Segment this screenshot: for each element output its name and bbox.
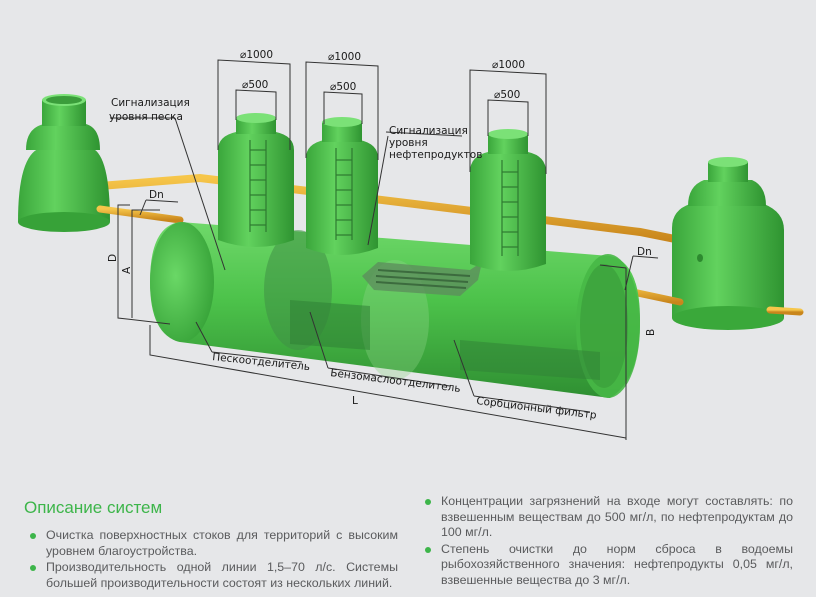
inlet-well: [18, 94, 110, 232]
label-sand-alarm-1: Сигнализация: [111, 97, 190, 109]
dim-D: D: [107, 254, 119, 262]
description-title: Описание систем: [24, 498, 163, 517]
dim-B: B: [645, 329, 657, 336]
bullet-icon: [425, 546, 431, 553]
dim-shaft2-inner: ⌀500: [330, 81, 356, 93]
outlet-well: [672, 157, 804, 330]
list-item: Очистка поверхностных стоков для террито…: [28, 528, 398, 559]
dim-L: L: [352, 395, 358, 407]
dim-dn-outlet: Dn: [637, 246, 652, 258]
bullet-icon: [30, 565, 36, 571]
system-description: Описание систем Очистка поверхностных ст…: [0, 490, 816, 597]
coalescer-block: [362, 262, 482, 296]
shaft-1: [218, 113, 294, 247]
shaft-3: [470, 129, 546, 271]
description-left-list: Очистка поверхностных стоков для террито…: [28, 528, 398, 592]
upper-pipe: [96, 173, 684, 244]
dim-dn-inlet: Dn: [149, 189, 164, 201]
list-item: Концентрации загрязнений на входе могут …: [423, 494, 793, 541]
dim-shaft3-outer: ⌀1000: [492, 59, 525, 71]
label-sand-alarm-2: уровня песка: [109, 111, 183, 123]
label-oil-alarm-3: нефтепродуктов: [389, 149, 482, 161]
dim-A: A: [121, 266, 133, 274]
dim-shaft2-outer: ⌀1000: [328, 51, 361, 63]
dim-shaft3-inner: ⌀500: [494, 89, 520, 101]
bullet-icon: [425, 499, 431, 505]
dim-shaft1-outer: ⌀1000: [240, 49, 273, 61]
dim-shaft1-inner: ⌀500: [242, 79, 268, 91]
bullet-icon: [30, 533, 36, 539]
shaft-2: [306, 117, 378, 255]
dimension-lines: [110, 59, 659, 440]
label-oil-alarm-2: уровня: [389, 137, 428, 149]
treatment-system-diagram: ⌀1000 ⌀500 ⌀1000 ⌀500 ⌀1000 ⌀500 Dn Dn D…: [14, 49, 804, 440]
list-item: Степень очистки до норм сброса в водоемы…: [423, 542, 793, 589]
label-oil-alarm-1: Сигнализация: [389, 125, 468, 137]
list-item: Производительность одной линии 1,5–70 л/…: [28, 560, 398, 591]
main-tank: [150, 222, 640, 398]
description-right-list: Концентрации загрязнений на входе могут …: [423, 494, 793, 589]
label-sorption-filter: Сорбционный фильтр: [476, 395, 598, 422]
